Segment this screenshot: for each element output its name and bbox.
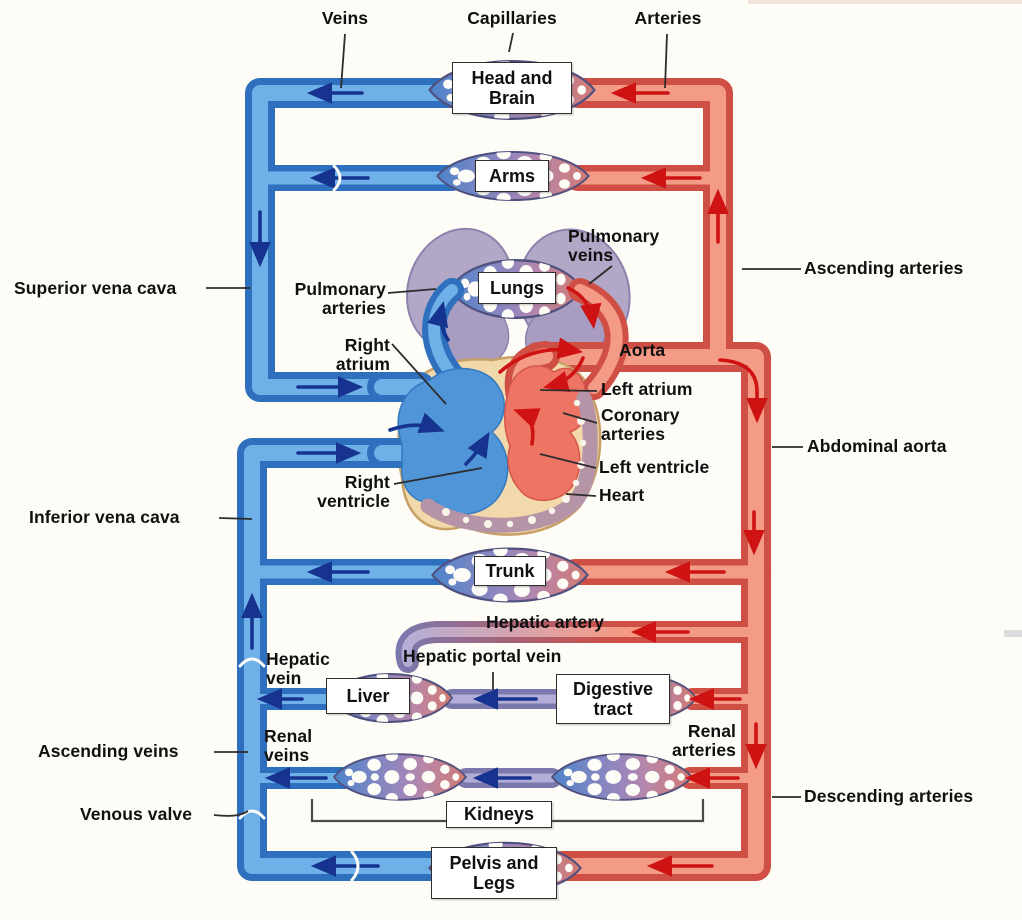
organ-box-trunk: Trunk [474,556,546,586]
organ-box-arms: Arms [475,160,549,192]
label-heart: Heart [599,485,645,505]
label-ascending-veins: Ascending veins [38,741,179,761]
organ-box-kidneys: Kidneys [446,801,552,828]
organ-box-liver: Liver [326,678,410,714]
right-heart-chamber [397,367,509,515]
blue-flow-arrows [241,82,538,877]
label-right-ventricle: Right ventricle [317,472,390,511]
label-arteries: Arteries [634,8,702,28]
left-heart-chamber [504,365,588,502]
scan-artifact-right-edge [1004,630,1022,637]
organ-box-digestive-tract: Digestive tract [556,674,670,724]
label-hepatic-vein: Hepatic vein [266,649,330,688]
label-hepatic-portal-vein: Hepatic portal vein [403,646,562,666]
label-inferior-vena-cava: Inferior vena cava [29,507,180,527]
organ-box-head-brain: Head and Brain [452,62,572,114]
label-right-atrium: Right atrium [335,335,390,374]
label-pulmonary-veins: Pulmonary veins [568,226,660,265]
label-veins: Veins [321,8,369,28]
label-hepatic-artery: Hepatic artery [486,612,605,632]
label-renal-arteries: Renal arteries [671,721,736,760]
label-left-ventricle: Left ventricle [599,457,710,477]
label-ascending-arteries: Ascending arteries [804,258,964,278]
label-aorta: Aorta [619,340,666,360]
scan-artifact-top-edge [748,0,1022,4]
venous-valve-marks [238,164,360,882]
label-abdominal-aorta: Abdominal aorta [807,436,947,456]
label-coronary-arteries: Coronary arteries [601,405,680,444]
label-superior-vena-cava: Superior vena cava [14,278,177,298]
label-pulmonary-arteries: Pulmonary arteries [294,279,386,318]
organ-box-pelvis-legs: Pelvis and Legs [431,847,557,899]
heart-illustration [367,278,629,536]
organ-box-lungs: Lungs [478,272,556,304]
label-descending-arteries: Descending arteries [804,786,974,806]
label-left-atrium: Left atrium [601,379,693,399]
label-renal-veins: Renal veins [264,726,313,765]
red-flow-arrows [498,82,768,877]
label-capillaries: Capillaries [467,8,557,28]
label-venous-valve: Venous valve [80,804,193,824]
capillary-bed-kidney-left [334,750,466,803]
